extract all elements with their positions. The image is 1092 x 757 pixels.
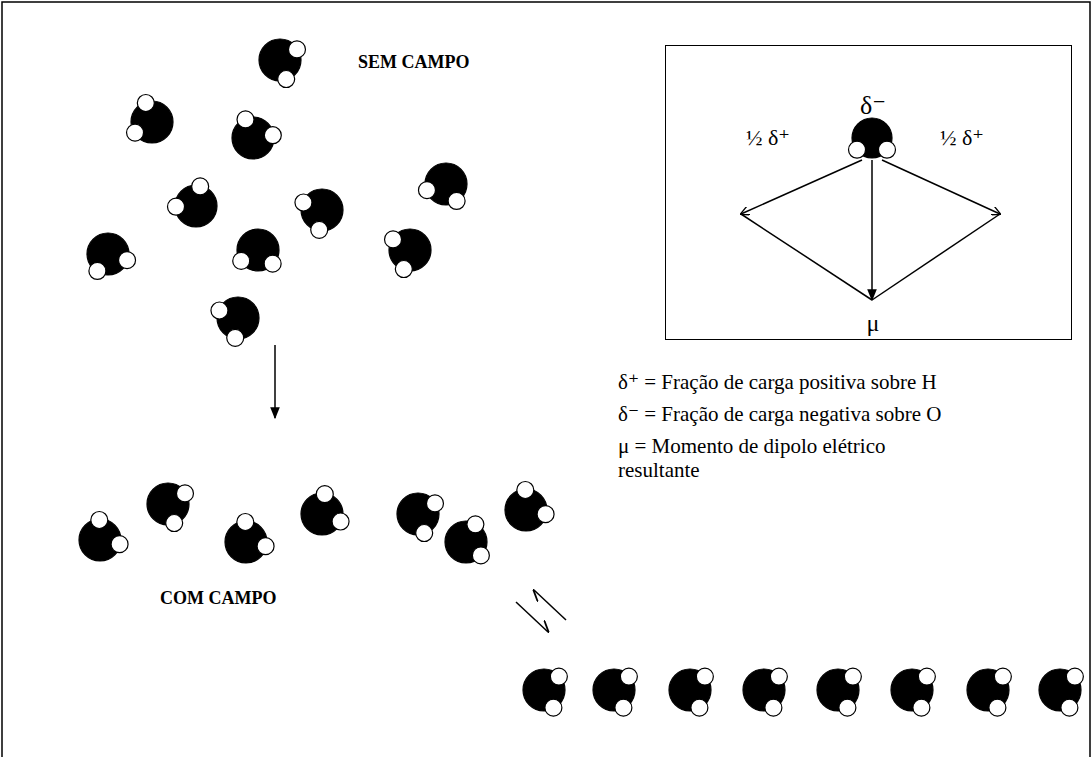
process-arrow [274, 345, 276, 418]
hydrogen-atom [264, 255, 281, 272]
definition-note: δ⁺ = Fração de carga positiva sobre H [618, 370, 937, 394]
hydrogen-atom [137, 94, 154, 111]
hydrogen-atom [517, 482, 534, 499]
hydrogen-atom [264, 127, 281, 144]
inset-box: δ⁻ ½ δ⁺ ½ δ⁺ μ [665, 45, 1072, 340]
hydrogen-atom [913, 699, 930, 716]
dipole-vectors [741, 160, 1000, 300]
hydrogen-atom [91, 512, 108, 529]
hydrogen-atom [192, 178, 209, 195]
hydrogen-atom [278, 71, 295, 88]
hydrogen-atom [211, 302, 228, 319]
charge-symbol: δ⁻ [860, 93, 886, 119]
hydrogen-atom [332, 513, 349, 530]
hydrogen-atom [1066, 668, 1083, 685]
hydrogen-atom [426, 495, 443, 512]
hydrogen-atom [620, 668, 637, 685]
hydrogen-atom [878, 141, 895, 158]
hydrogen-atom [770, 668, 787, 685]
charge-symbol: μ [867, 311, 880, 335]
hydrogen-atom [989, 699, 1006, 716]
hydrogen-atom [1061, 699, 1078, 716]
hydrogen-atom [257, 538, 274, 555]
hydrogen-atom [111, 536, 128, 553]
hydrogen-atom [89, 262, 106, 279]
hydrogen-atom [166, 515, 183, 532]
hydrogen-atom [849, 141, 866, 158]
hydrogen-atom [696, 668, 713, 685]
hydrogen-atom [395, 261, 412, 278]
hydrogen-atom [237, 514, 254, 531]
hydrogen-atom [844, 668, 861, 685]
hydrogen-atom [467, 516, 484, 533]
hydrogen-atom [237, 111, 254, 128]
hydrogen-atom [168, 198, 185, 215]
definition-note: δ⁻ = Fração de carga negativa sobre O [618, 402, 941, 426]
water-molecules [79, 39, 1083, 716]
definition-note: μ = Momento de dipolo elétrico resultant… [618, 434, 928, 482]
hydrogen-atom [176, 485, 193, 502]
hydrogen-atom [839, 699, 856, 716]
hydrogen-atom [288, 41, 305, 58]
hydrogen-atom [918, 668, 935, 685]
hydrogen-atom [119, 252, 136, 269]
hydrogen-atom [295, 194, 312, 211]
hydrogen-atom [765, 699, 782, 716]
hydrogen-atom [385, 231, 402, 248]
hydrogen-atom [472, 547, 489, 564]
equilibrium-arrow [534, 590, 566, 620]
heading-label: COM CAMPO [160, 588, 276, 609]
hydrogen-atom [691, 699, 708, 716]
heading-label: SEM CAMPO [358, 52, 470, 73]
hydrogen-atom [615, 699, 632, 716]
charge-symbol: ½ δ⁺ [940, 127, 984, 149]
hydrogen-atom [227, 329, 244, 346]
hydrogen-atom [550, 668, 567, 685]
hydrogen-atom [994, 668, 1011, 685]
hydrogen-atom [416, 525, 433, 542]
hydrogen-atom [537, 506, 554, 523]
hydrogen-atom [233, 252, 250, 269]
equilibrium-arrow [516, 602, 548, 632]
hydrogen-atom [127, 124, 144, 141]
hydrogen-atom [545, 699, 562, 716]
hydrogen-atom [418, 182, 435, 199]
hydrogen-atom [448, 192, 465, 209]
charge-symbol: ½ δ⁺ [746, 127, 790, 149]
hydrogen-atom [311, 221, 328, 238]
hydrogen-atom [316, 486, 333, 503]
